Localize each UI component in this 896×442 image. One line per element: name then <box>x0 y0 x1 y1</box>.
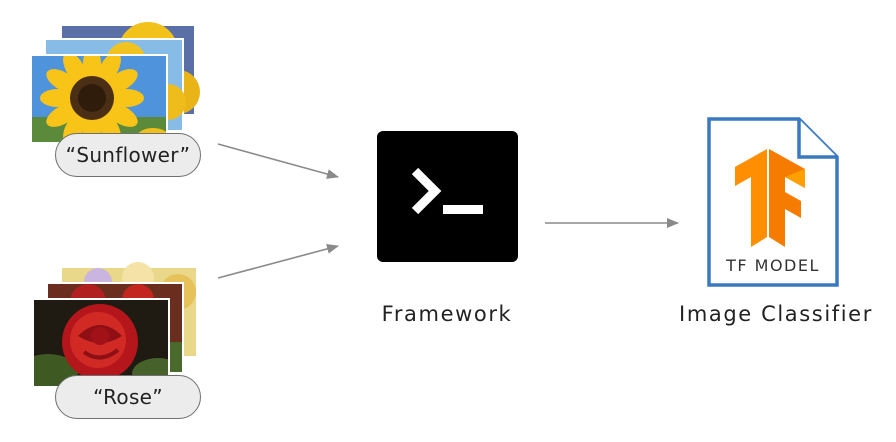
tensorflow-logo-icon <box>735 149 805 247</box>
arrow-sunflower-to-framework <box>217 143 339 179</box>
tf-model-file: TF MODEL <box>707 117 839 287</box>
terminal-icon <box>411 167 483 215</box>
rose-photo-front <box>32 298 170 388</box>
tf-model-text: TF MODEL <box>725 256 820 275</box>
image-classifier-label: Image Classifier <box>679 302 873 326</box>
framework-label: Framework <box>381 302 513 326</box>
rose-photo-stack <box>32 262 198 388</box>
arrow-rose-to-framework <box>217 244 339 279</box>
rose-label: “Rose” <box>55 375 201 419</box>
sunflower-label: “Sunflower” <box>55 133 201 177</box>
framework-box <box>377 131 518 262</box>
sunflower-photo-stack <box>30 22 200 144</box>
